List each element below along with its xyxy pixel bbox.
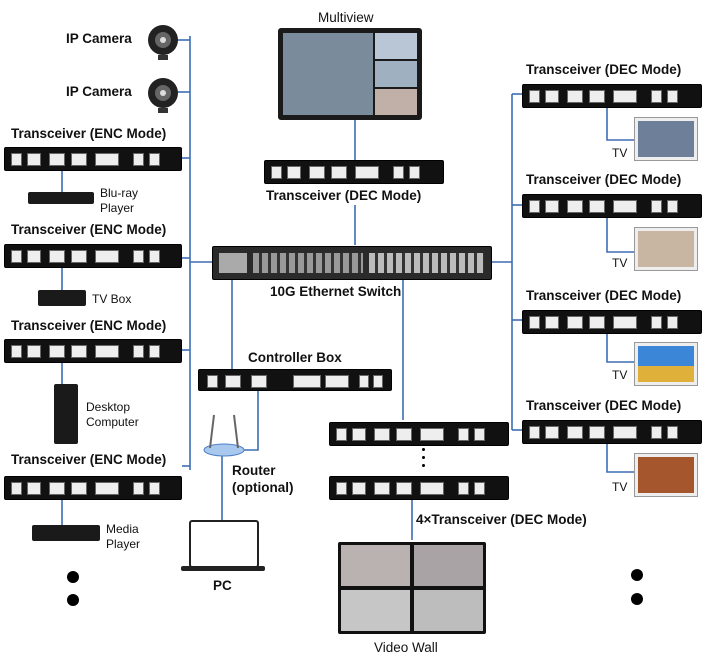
tv-screen-2 <box>635 228 697 270</box>
enc-mode-label-3: Transceiver (ENC Mode) <box>11 318 167 333</box>
tv-box-label: TV Box <box>92 292 132 306</box>
ellipsis-dot <box>422 464 425 467</box>
tv-screen-4 <box>635 454 697 496</box>
ellipsis-dot <box>422 456 425 459</box>
controller-box <box>198 369 392 391</box>
ellipsis-dot <box>67 571 79 583</box>
tv-label-2: TV <box>612 256 628 270</box>
ethernet-switch <box>212 246 492 280</box>
transceiver-dec-right-1 <box>522 84 702 108</box>
tv-screen-1 <box>635 118 697 160</box>
ellipsis-dot <box>422 448 425 451</box>
bluray-player-icon <box>28 192 94 204</box>
tv-label-1: TV <box>612 146 628 160</box>
dec-mode-right-label-3: Transceiver (DEC Mode) <box>526 288 682 303</box>
dec-mode-right-label-1: Transceiver (DEC Mode) <box>526 62 682 77</box>
tv-screen-3 <box>635 343 697 385</box>
media-player-icon <box>32 525 100 541</box>
ip-camera-label-2: IP Camera <box>66 84 132 99</box>
desktop-label: Desktop Computer <box>86 400 139 429</box>
transceiver-dec-center <box>264 160 444 184</box>
tv-box-icon <box>38 290 86 306</box>
transceiver-dec-right-4 <box>522 420 702 444</box>
transceiver-dec-right-3 <box>522 310 702 334</box>
enc-mode-label-4: Transceiver (ENC Mode) <box>11 452 167 467</box>
controller-box-label: Controller Box <box>248 350 342 365</box>
tv-label-4: TV <box>612 480 628 494</box>
dec-mode-right-label-4: Transceiver (DEC Mode) <box>526 398 682 413</box>
transceiver-enc-4 <box>4 476 182 500</box>
video-wall <box>338 542 486 634</box>
pc-laptop-icon <box>189 520 259 568</box>
laptop-base <box>181 566 265 571</box>
multiview-label: Multiview <box>318 10 374 25</box>
transceiver-dec-wall-2 <box>329 476 509 500</box>
ellipsis-dot <box>67 594 79 606</box>
pc-label: PC <box>213 578 232 593</box>
video-wall-label: Video Wall <box>374 640 438 655</box>
dec-mode-right-label-2: Transceiver (DEC Mode) <box>526 172 682 187</box>
desktop-computer-icon <box>54 384 78 444</box>
enc-mode-label-2: Transceiver (ENC Mode) <box>11 222 167 237</box>
ellipsis-dot <box>631 593 643 605</box>
enc-mode-label-1: Transceiver (ENC Mode) <box>11 126 167 141</box>
tv-label-3: TV <box>612 368 628 382</box>
ip-camera-label-1: IP Camera <box>66 31 132 46</box>
transceiver-enc-2 <box>4 244 182 268</box>
dec-mode-center-label: Transceiver (DEC Mode) <box>266 188 422 203</box>
transceiver-enc-3 <box>4 339 182 363</box>
transceiver-dec-wall-1 <box>329 422 509 446</box>
switch-label: 10G Ethernet Switch <box>270 284 402 299</box>
transceiver-dec-right-2 <box>522 194 702 218</box>
ellipsis-dot <box>631 569 643 581</box>
media-label: Media Player <box>106 522 141 551</box>
transceiver-enc-1 <box>4 147 182 171</box>
multiview-screen <box>278 28 422 120</box>
dec-4x-label: 4×Transceiver (DEC Mode) <box>416 512 587 527</box>
bluray-label: Blu-ray Player <box>100 186 139 215</box>
router-label: Router (optional) <box>232 463 294 495</box>
